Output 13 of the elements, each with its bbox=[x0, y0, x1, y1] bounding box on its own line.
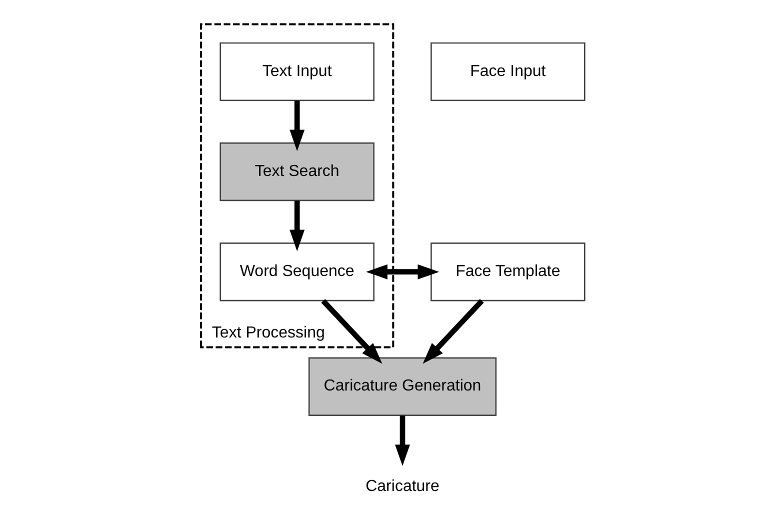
arrow bbox=[289, 200, 304, 252]
node-box: Face Input bbox=[430, 42, 585, 102]
arrow bbox=[366, 264, 439, 280]
node-box: Word Sequence bbox=[219, 242, 374, 302]
arrow bbox=[320, 299, 382, 364]
node-box: Face Template bbox=[430, 242, 585, 302]
node-text: Caricature bbox=[365, 478, 439, 495]
node-box: Text Search bbox=[219, 142, 374, 202]
arrow bbox=[422, 299, 484, 364]
arrow bbox=[394, 416, 410, 466]
arrow bbox=[289, 100, 304, 152]
node-box: Caricature Generation bbox=[308, 357, 496, 416]
node-box: Text Input bbox=[219, 42, 374, 102]
